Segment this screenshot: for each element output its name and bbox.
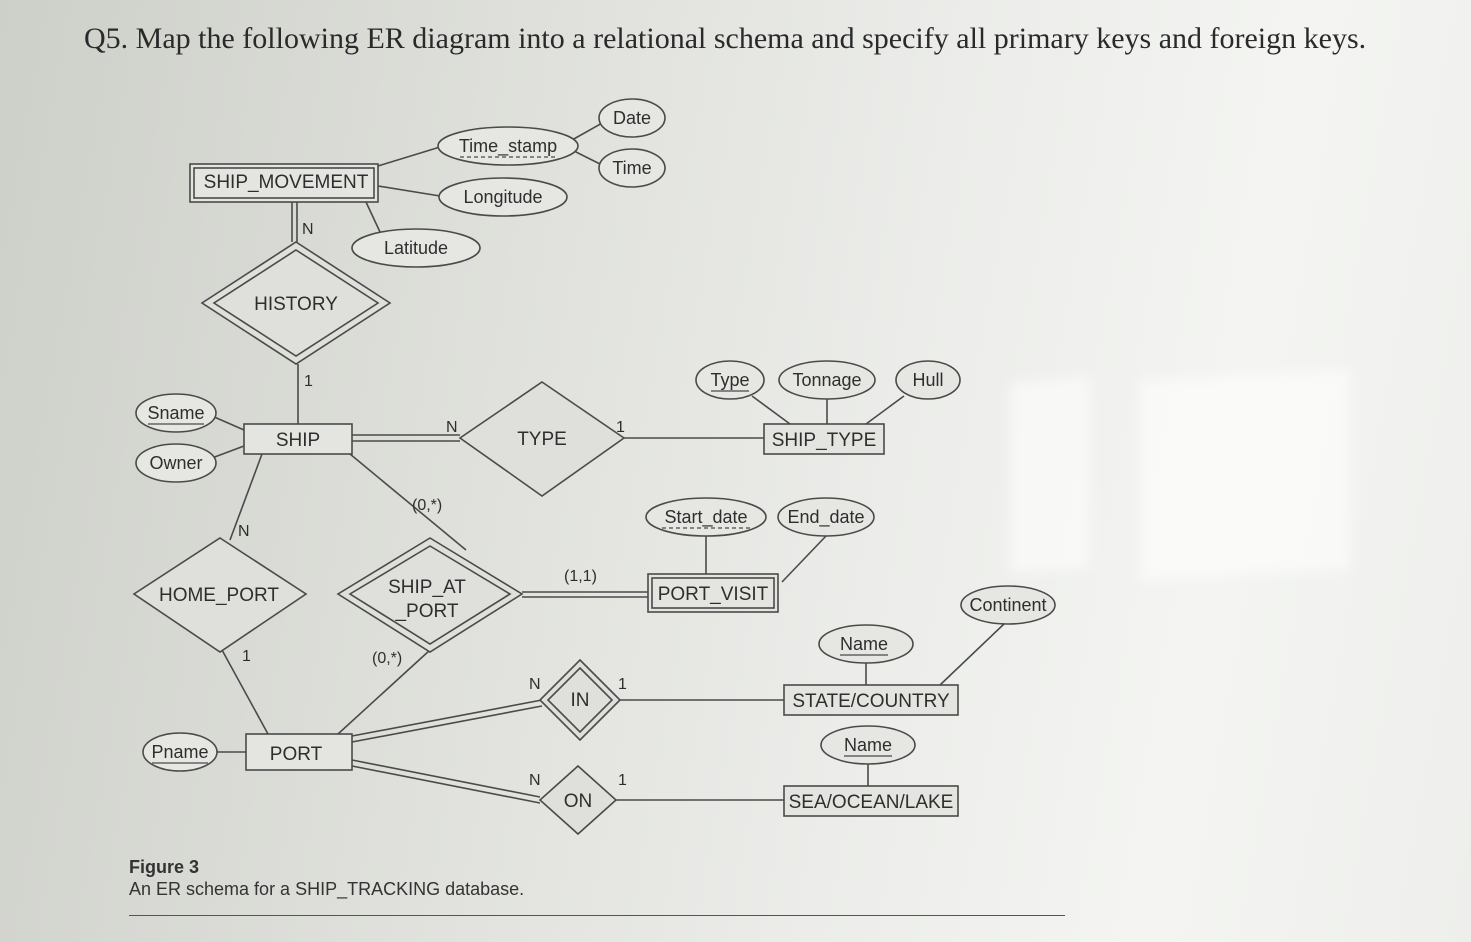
label-start-date: Start_date (664, 507, 747, 528)
label-port: PORT (270, 744, 323, 765)
glare-reflection-right (1140, 369, 1350, 581)
card-history-ship: 1 (304, 373, 313, 390)
attr-hull (895, 360, 961, 400)
label-state-name: Name (840, 634, 888, 654)
card-homeport-ship: N (238, 523, 250, 540)
label-type-attr: Type (710, 370, 749, 390)
card-in-state: 1 (618, 676, 627, 693)
label-latitude: Latitude (384, 238, 448, 258)
entity-ship (243, 423, 353, 455)
attr-longitude (438, 177, 568, 217)
attr-pname (142, 732, 218, 772)
glare-reflection-left (1010, 377, 1090, 573)
label-tonnage: Tonnage (792, 370, 861, 390)
entity-sea-ocean-lake (783, 785, 959, 817)
attr-start-date (645, 497, 767, 537)
relationship-home-port (132, 537, 308, 653)
label-sea-name: Name (844, 735, 892, 755)
label-history: HISTORY (254, 294, 338, 315)
caption-divider (129, 915, 1065, 916)
card-homeport-port: 1 (242, 648, 251, 665)
label-longitude: Longitude (463, 187, 542, 207)
entity-port-visit (647, 573, 779, 613)
card-type-ship: N (446, 419, 458, 436)
entity-state-country (783, 684, 959, 716)
label-ship-at-port-1: SHIP_AT (388, 577, 466, 598)
attr-owner (135, 443, 217, 483)
label-ship-movement: SHIP_MOVEMENT (204, 172, 369, 193)
label-pname: Pname (151, 742, 208, 762)
label-state-country: STATE/COUNTRY (792, 691, 950, 712)
card-shipat-ship: (0,*) (412, 497, 442, 514)
label-ship: SHIP (276, 430, 320, 451)
card-shipat-port: (0,*) (372, 650, 402, 667)
relationship-in (538, 658, 622, 742)
relationship-history (200, 241, 392, 365)
card-on-port: N (529, 772, 541, 789)
label-hull: Hull (912, 370, 943, 390)
label-sname: Sname (147, 403, 204, 423)
relationship-ship-at-port (336, 537, 524, 653)
attr-state-name (818, 624, 914, 664)
label-on: ON (564, 791, 593, 812)
relationship-on (538, 764, 618, 836)
attr-tonnage (778, 360, 876, 400)
label-home-port: HOME_PORT (159, 585, 279, 606)
card-in-port: N (529, 676, 541, 693)
label-ship-at-port-2: _PORT (394, 601, 458, 622)
entity-ship-type (763, 423, 885, 455)
entity-port (245, 733, 353, 771)
figure-title: Figure 3 (129, 857, 200, 877)
card-type-shiptype: 1 (616, 419, 625, 436)
card-shipat-visit: (1,1) (564, 568, 597, 585)
attr-time-stamp (437, 126, 579, 166)
attr-time (598, 148, 666, 188)
attr-end-date (777, 497, 875, 537)
attr-continent (960, 585, 1056, 625)
label-continent: Continent (969, 595, 1046, 615)
attr-sea-name (820, 725, 916, 765)
label-in: IN (571, 690, 590, 711)
label-time-stamp: Time_stamp (459, 136, 557, 157)
label-sea-ocean-lake: SEA/OCEAN/LAKE (789, 792, 954, 813)
label-owner: Owner (149, 453, 202, 473)
card-on-sea: 1 (618, 772, 627, 789)
label-port-visit: PORT_VISIT (658, 584, 769, 605)
attr-date (598, 98, 666, 138)
attr-type (695, 360, 765, 400)
label-time: Time (612, 158, 651, 178)
question-text: Q5. Map the following ER diagram into a … (84, 22, 1367, 55)
label-date: Date (613, 108, 651, 128)
label-type-rel: TYPE (517, 429, 567, 450)
label-end-date: End_date (787, 507, 864, 528)
attr-sname (135, 393, 217, 433)
entity-ship-movement (189, 163, 379, 203)
attr-latitude (351, 228, 481, 268)
relationship-type (458, 381, 626, 497)
label-ship-type: SHIP_TYPE (772, 430, 877, 451)
figure-caption: An ER schema for a SHIP_TRACKING databas… (129, 879, 525, 899)
card-history-movement: N (302, 221, 314, 238)
